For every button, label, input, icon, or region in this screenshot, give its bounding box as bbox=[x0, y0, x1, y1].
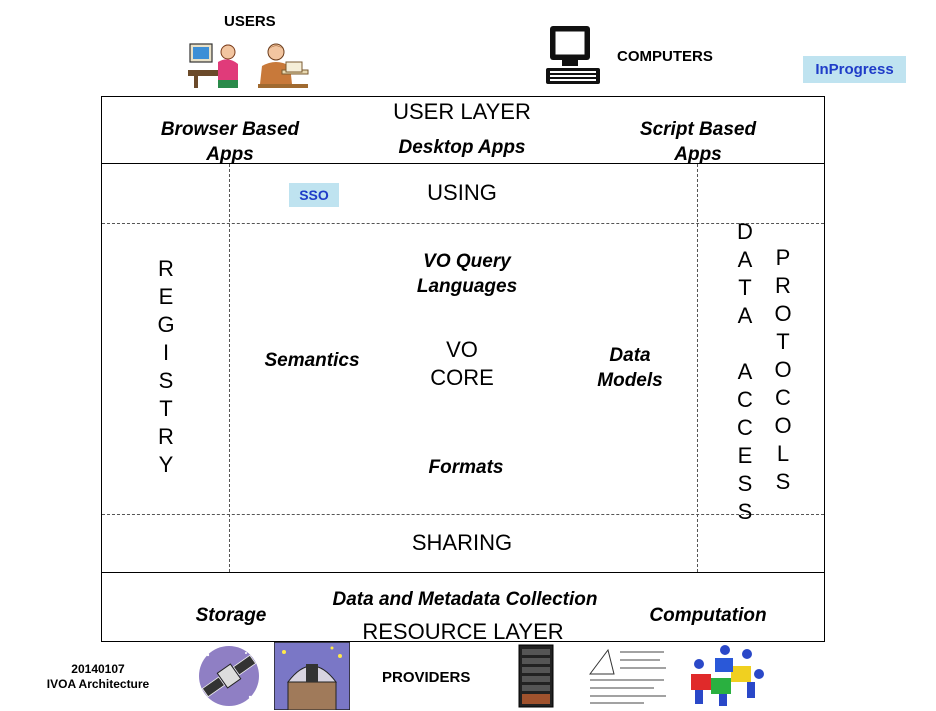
data-access-letter: S bbox=[737, 471, 753, 496]
protocols-letter: P bbox=[775, 245, 791, 270]
math-formulas-icon bbox=[584, 646, 670, 706]
user-layer-title: USER LAYER bbox=[393, 99, 531, 124]
server-rack-icon bbox=[518, 644, 554, 708]
protocols-letter: L bbox=[776, 441, 790, 466]
registry-letter: S bbox=[158, 368, 174, 393]
data-access-letter: A bbox=[737, 247, 753, 272]
data-access-divider bbox=[697, 164, 698, 572]
data-models-label: Data Models bbox=[597, 345, 663, 391]
satellite-icon bbox=[199, 646, 259, 706]
registry-letter: R bbox=[158, 424, 174, 449]
registry-letter: E bbox=[158, 284, 174, 309]
data-access-letter: C bbox=[737, 387, 753, 412]
protocols-letter: C bbox=[775, 385, 791, 410]
using-divider bbox=[102, 223, 824, 224]
data-access-letter: S bbox=[737, 499, 753, 524]
registry-letter: Y bbox=[158, 452, 174, 477]
collection-label: Data and Metadata Collection bbox=[332, 589, 598, 610]
using-title: USING bbox=[427, 180, 497, 205]
resource-layer-divider bbox=[101, 572, 825, 573]
protocols-letter: O bbox=[774, 413, 792, 438]
data-access-label: D A T A A C C E S S bbox=[733, 218, 757, 526]
data-access-letter: E bbox=[737, 443, 753, 468]
observatory-icon bbox=[274, 642, 350, 710]
query-languages-label: VO Query Languages bbox=[416, 251, 518, 297]
storage-label: Storage bbox=[195, 605, 267, 626]
protocols-letter: O bbox=[774, 357, 792, 382]
office-worker-icon bbox=[258, 43, 309, 88]
footer-date: 20140107 bbox=[71, 662, 125, 676]
protocols-letter: T bbox=[776, 329, 790, 354]
user-layer-divider bbox=[101, 163, 825, 164]
semantics-label: Semantics bbox=[264, 350, 360, 371]
resource-layer-title: RESOURCE LAYER bbox=[362, 619, 564, 644]
formats-label: Formats bbox=[428, 457, 504, 478]
protocols-letter: R bbox=[775, 273, 791, 298]
registry-letter: T bbox=[159, 396, 173, 421]
vo-core-label: VO CORE bbox=[430, 337, 494, 390]
data-access-letter: T bbox=[738, 275, 752, 300]
registry-letter: I bbox=[162, 340, 170, 365]
data-access-letter: C bbox=[737, 415, 753, 440]
user-at-computer-icon bbox=[188, 43, 238, 88]
computer-terminal-icon bbox=[546, 26, 600, 84]
protocols-letter: S bbox=[775, 469, 791, 494]
computation-label: Computation bbox=[649, 605, 767, 626]
architecture-frame bbox=[101, 96, 825, 642]
registry-letter: G bbox=[157, 312, 175, 337]
in-progress-badge: InProgress bbox=[803, 56, 906, 83]
footer-doc-title: IVOA Architecture bbox=[46, 677, 150, 691]
registry-divider bbox=[229, 164, 230, 572]
script-apps-label: Script Based Apps bbox=[639, 119, 757, 165]
puzzle-team-icon bbox=[691, 645, 764, 706]
sso-badge: SSO bbox=[289, 183, 339, 207]
protocols-letter: O bbox=[774, 301, 792, 326]
computers-label: COMPUTERS bbox=[617, 48, 713, 65]
sharing-title: SHARING bbox=[411, 530, 513, 555]
data-access-letter: A bbox=[737, 303, 753, 328]
users-label: USERS bbox=[224, 13, 276, 30]
desktop-apps-label: Desktop Apps bbox=[398, 137, 526, 158]
registry-letter: R bbox=[158, 256, 174, 281]
data-access-letter: A bbox=[737, 359, 753, 384]
sharing-divider bbox=[102, 514, 824, 515]
protocols-label: P R O T O C O L S bbox=[771, 244, 795, 496]
browser-apps-label: Browser Based Apps bbox=[160, 119, 300, 165]
registry-label: R E G I S T R Y bbox=[154, 255, 178, 479]
data-access-letter: D bbox=[737, 219, 753, 244]
providers-label: PROVIDERS bbox=[382, 669, 471, 686]
